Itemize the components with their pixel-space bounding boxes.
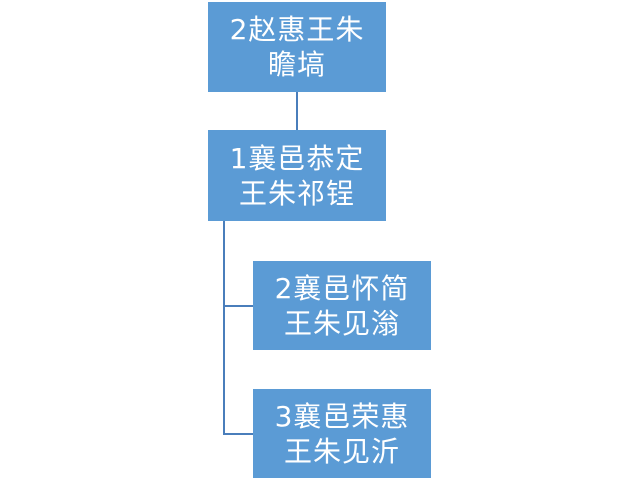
node-root: 2赵惠王朱 瞻塙 xyxy=(208,2,386,92)
connector-branch-grandchild-2 xyxy=(223,433,253,435)
connector-branch-grandchild-1 xyxy=(223,305,253,307)
node-grandchild-2: 3襄邑荣惠 王朱见沂 xyxy=(253,389,431,478)
node-child: 1襄邑恭定 王朱祁锃 xyxy=(208,130,386,221)
connector-child-trunk xyxy=(223,221,225,434)
node-grandchild-1: 2襄邑怀简 王朱见滃 xyxy=(253,261,431,350)
connector-root-to-child xyxy=(296,92,298,130)
